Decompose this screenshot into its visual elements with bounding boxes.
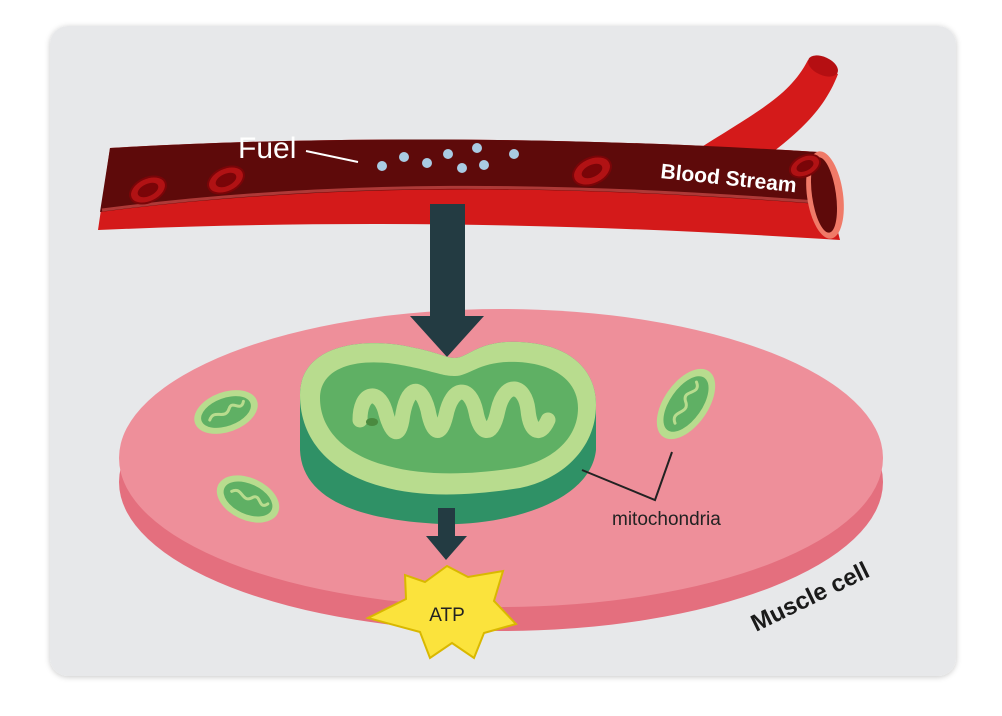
red-blood-cell	[572, 155, 612, 187]
red-blood-cell	[129, 175, 167, 205]
fuel-label: Fuel	[238, 132, 296, 165]
red-blood-cell	[207, 165, 245, 195]
atp-label: ATP	[429, 605, 465, 626]
branch-vessel	[700, 55, 838, 175]
mitochondrion-small-bottom-left	[216, 475, 280, 523]
mitochondria-callout	[581, 451, 673, 502]
fuel-particle	[377, 161, 387, 171]
mitochondrion-small-top-left	[194, 390, 258, 434]
fuel-particle	[422, 158, 432, 168]
fuel-particle	[443, 149, 453, 159]
fuel-particle	[509, 149, 519, 159]
fuel-particle	[472, 143, 482, 153]
mitochondrion-small-right	[656, 368, 716, 440]
blood-vessel	[98, 139, 844, 240]
fuel-particle	[457, 163, 467, 173]
atp-burst	[365, 564, 518, 660]
fuel-pointer-line	[305, 150, 359, 163]
red-blood-cells	[129, 153, 822, 205]
red-blood-cell	[788, 153, 822, 179]
mitochondrion-large	[300, 341, 596, 525]
atp-arrow	[426, 508, 467, 560]
fuel-particle	[399, 152, 409, 162]
fuel-flow-arrow	[410, 204, 484, 357]
mitochondria-label: mitochondria	[612, 509, 721, 530]
fuel-particle	[479, 160, 489, 170]
fuel-particles	[377, 143, 519, 173]
